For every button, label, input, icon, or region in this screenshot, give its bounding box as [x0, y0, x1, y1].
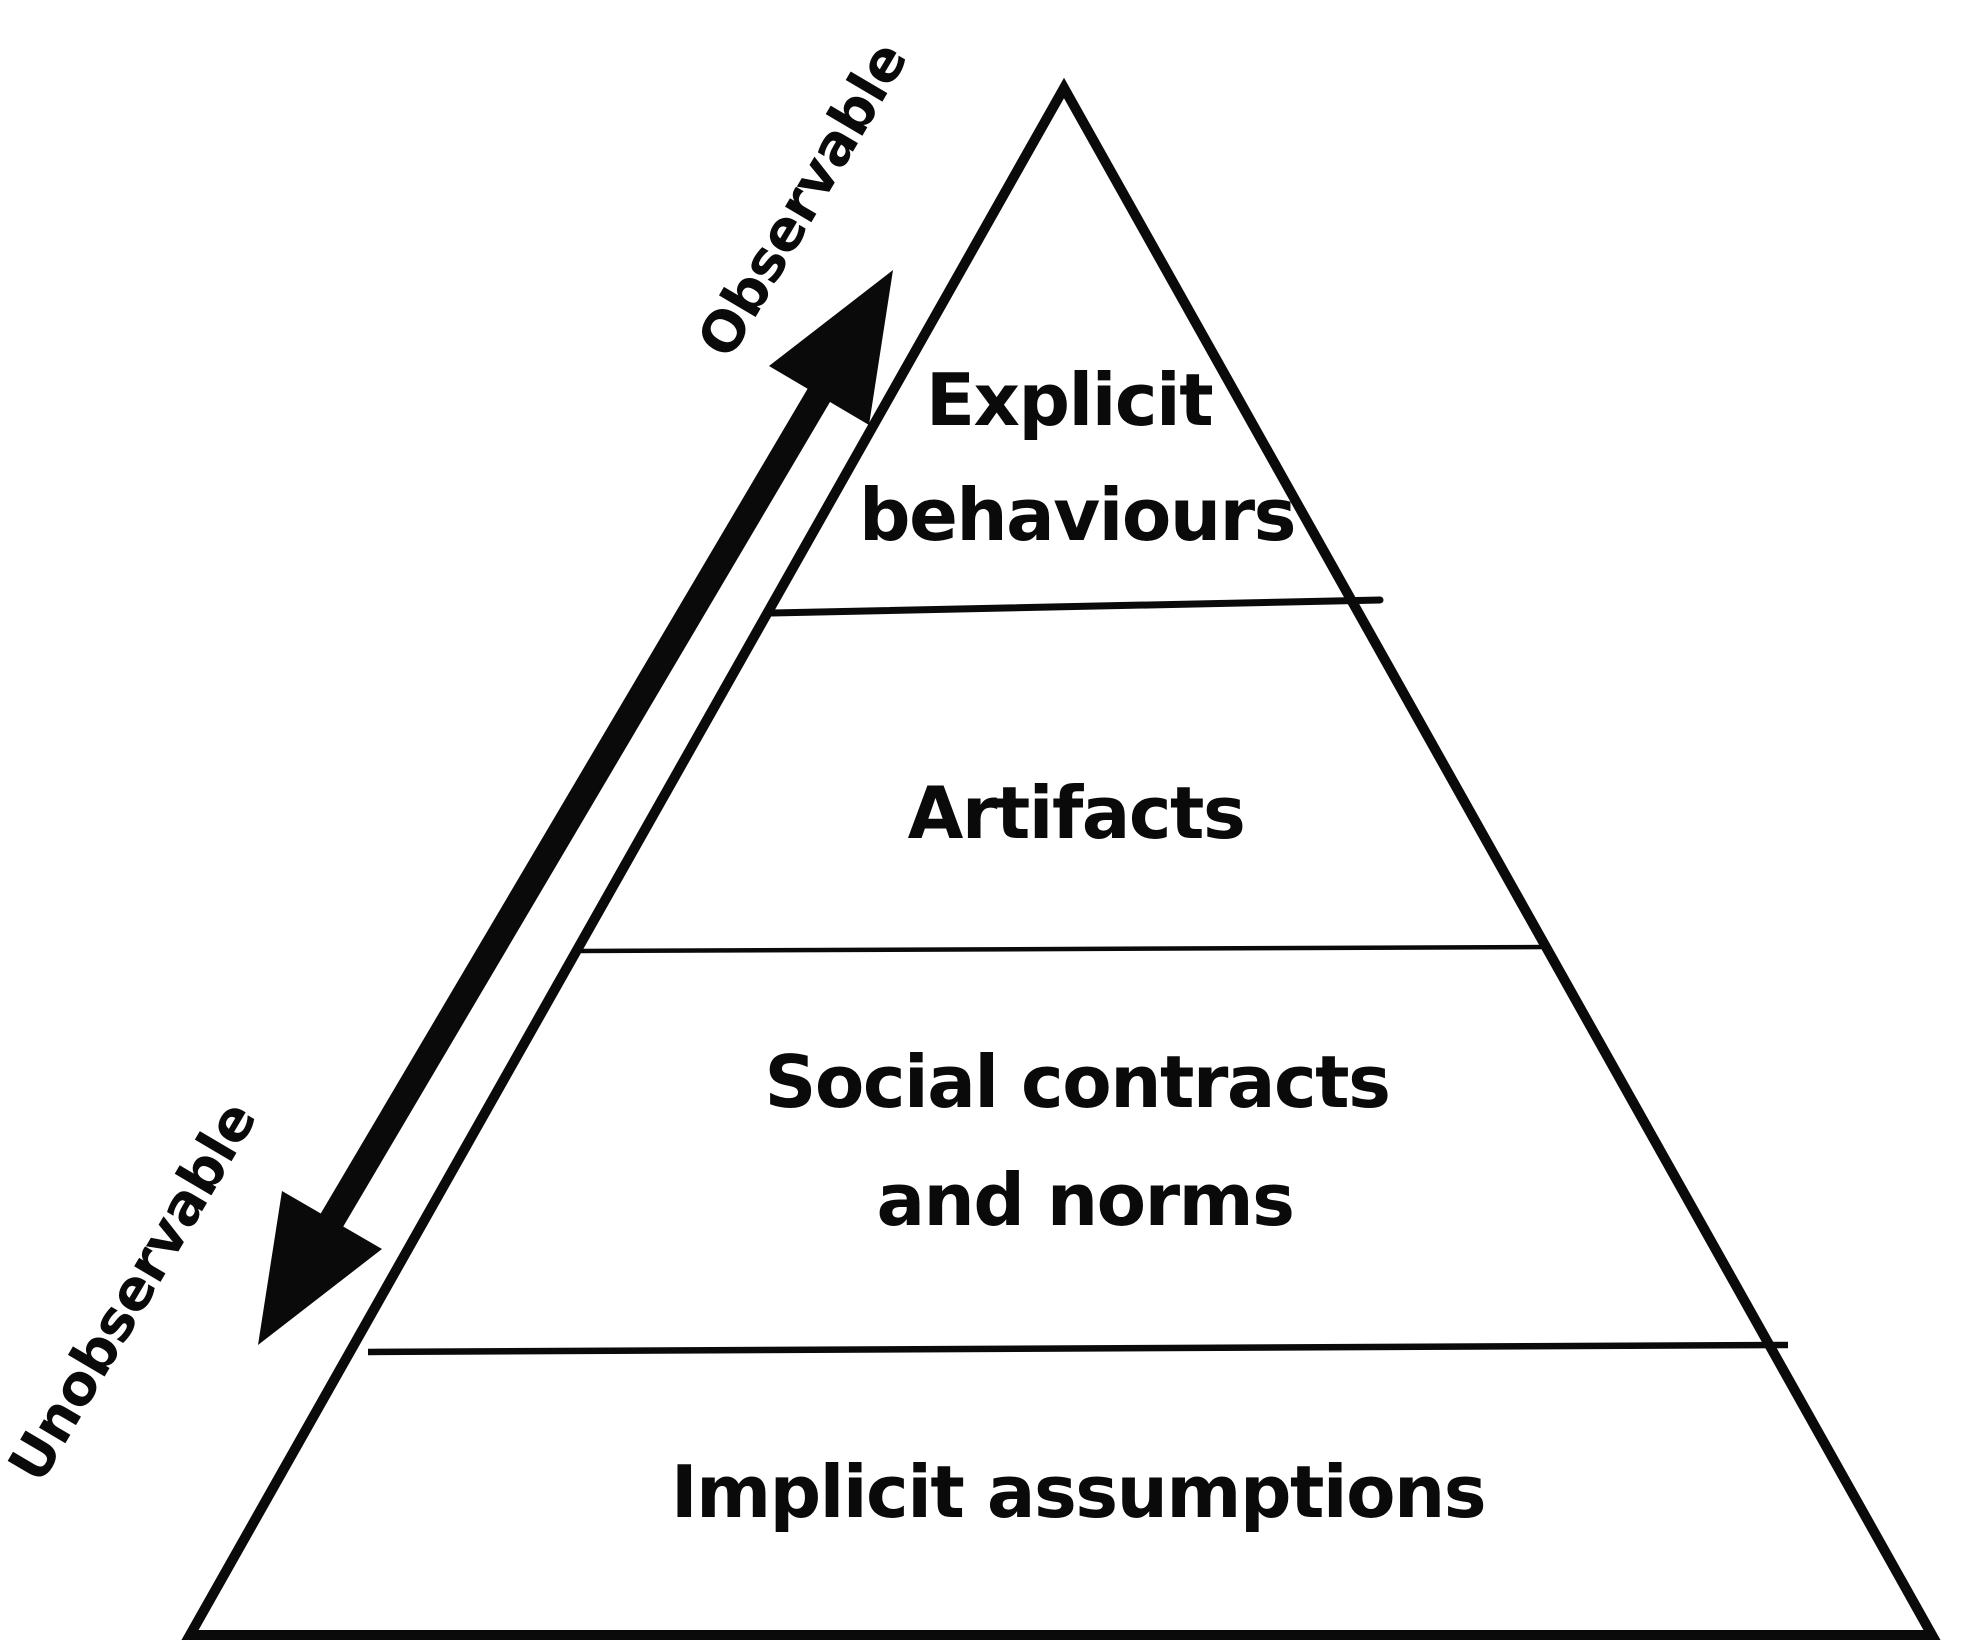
tier-label-explicit-behaviours-line2: behaviours [859, 473, 1295, 557]
observability-double-arrow [258, 270, 893, 1345]
tier-label-implicit-assumptions: Implicit assumptions [671, 1450, 1485, 1534]
tier-label-social-contracts-line2: and norms [876, 1158, 1293, 1242]
tier-label-social-contracts-line1: Social contracts [765, 1040, 1390, 1124]
pyramid-outline [181, 77, 1941, 1640]
arrow-head-up-icon [769, 270, 893, 425]
arrow-head-down-icon [258, 1191, 382, 1345]
divider-social-contracts-implicit-assumptions [367, 1341, 1789, 1356]
unobservable-label: Unobservable [0, 1091, 270, 1493]
divider-artifacts-social-contracts [579, 944, 1549, 954]
divider-explicit-behaviours-artifacts [768, 596, 1384, 617]
tier-label-artifacts: Artifacts [908, 771, 1245, 855]
arrow-shaft [307, 366, 844, 1249]
tier-label-explicit-behaviours-line1: Explicit [926, 358, 1212, 442]
